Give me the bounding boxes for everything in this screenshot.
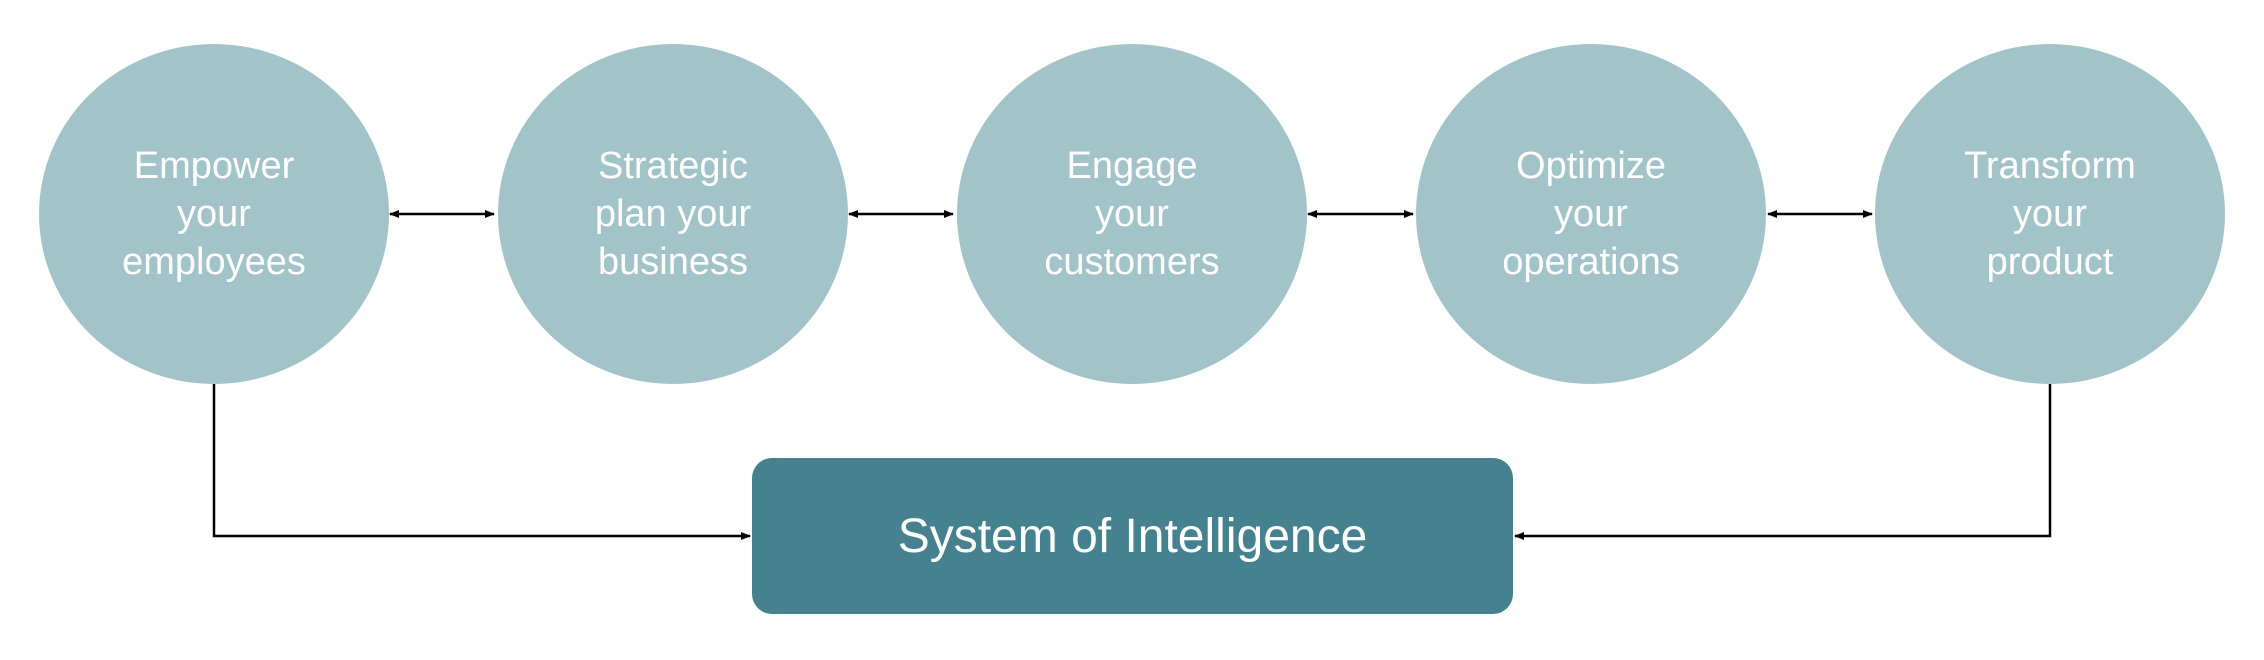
center-system-of-intelligence: System of Intelligence	[752, 458, 1513, 614]
node-label: Engage your customers	[1044, 145, 1220, 283]
node-transform-product: Transform your product	[1875, 44, 2225, 384]
connector-node-5-center	[1514, 384, 2052, 540]
node-label: Transform your product	[1964, 145, 2136, 283]
connector-node-1-center	[212, 384, 751, 540]
center-label: System of Intelligence	[897, 509, 1368, 563]
node-empower-employees: Empower your employees	[39, 44, 389, 384]
node-optimize-operations: Optimize your operations	[1416, 44, 1766, 384]
node-label: Optimize your operations	[1502, 145, 1680, 283]
node-label: Strategic plan your business	[594, 145, 752, 283]
node-engage-customers: Engage your customers	[957, 44, 1307, 384]
node-strategic-plan: Strategic plan your business	[498, 44, 848, 384]
node-label: Empower your employees	[122, 145, 306, 283]
